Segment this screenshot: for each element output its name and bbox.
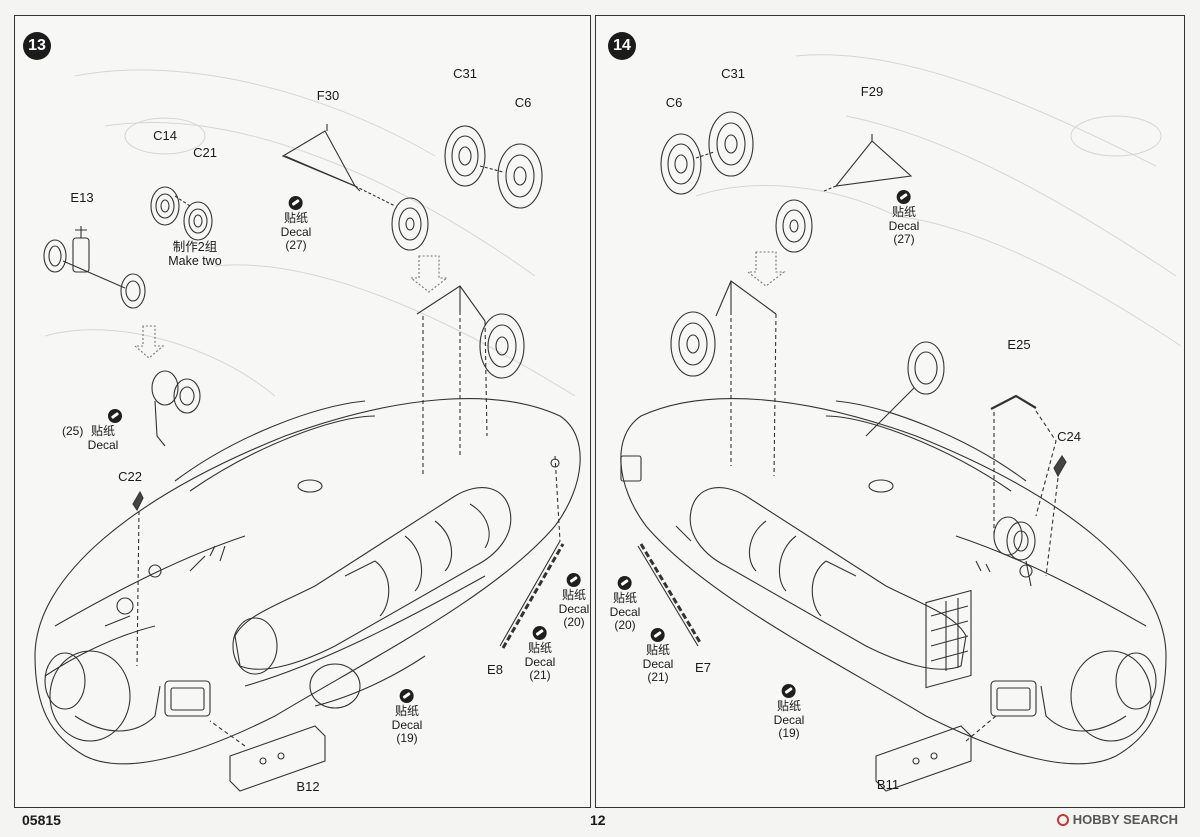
part-f29-label: F29 — [860, 84, 884, 99]
part-e7-label: E7 — [695, 660, 711, 675]
decal-icon — [897, 190, 911, 204]
step-14-illustration — [620, 54, 1182, 792]
decal-icon — [782, 684, 796, 698]
step-13-number: 13 — [23, 32, 51, 60]
part-c31-label: C31 — [721, 66, 745, 81]
part-b11-label: B11 — [876, 777, 900, 792]
part-e25-label: E25 — [1007, 337, 1031, 352]
make-two-cn-label: 制作2组 — [172, 240, 218, 254]
part-e8-label: E8 — [487, 662, 503, 677]
part-e13-label: E13 — [70, 190, 94, 205]
make-two-label: Make two — [168, 254, 222, 268]
part-c6-label: C6 — [514, 95, 532, 110]
decal-icon — [618, 576, 632, 590]
watermark: HOBBY SEARCH — [1056, 812, 1178, 827]
decal-icon — [567, 573, 581, 587]
decal-icon — [533, 626, 547, 640]
part-c31-label: C31 — [453, 66, 477, 81]
part-c14-label: C14 — [153, 128, 177, 143]
part-c22-label: C22 — [118, 469, 142, 484]
part-b12-label: B12 — [296, 779, 320, 794]
part-f30-label: F30 — [316, 88, 340, 103]
page-number: 12 — [590, 812, 606, 828]
part-c21-label: C21 — [193, 145, 217, 160]
decal-icon — [108, 409, 122, 423]
decal-icon — [289, 196, 303, 210]
step-13-panel: 13 E13 C14 C21 制作2组 Make two F30 C31 C6 … — [14, 15, 591, 808]
part-c6-label: C6 — [665, 95, 683, 110]
decal-icon — [400, 689, 414, 703]
decal-icon — [651, 628, 665, 642]
step-14-number: 14 — [608, 32, 636, 60]
step-13-illustration — [34, 69, 581, 792]
product-code: 05815 — [22, 812, 61, 828]
part-c24-label: C24 — [1057, 429, 1081, 444]
hobby-search-logo-icon — [1056, 813, 1069, 826]
